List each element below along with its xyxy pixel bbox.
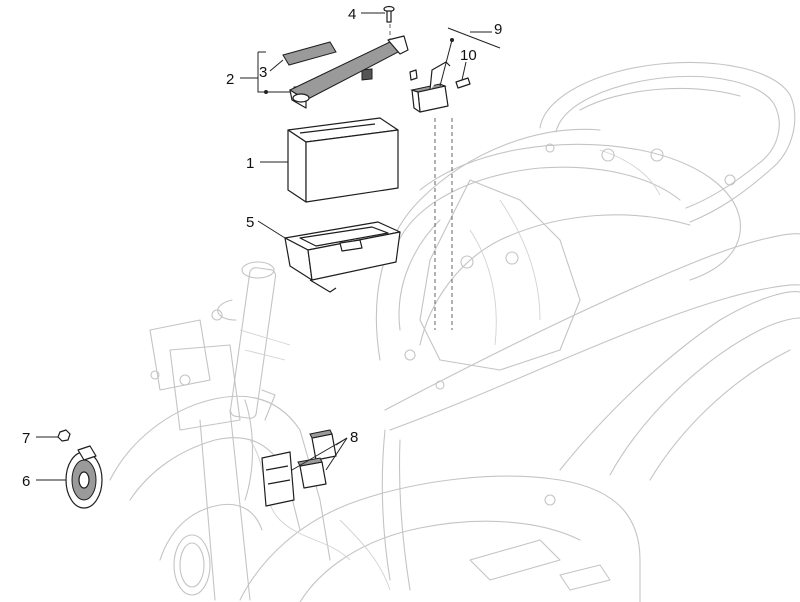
leader-lines: [36, 12, 501, 481]
callout-7: 7: [22, 430, 30, 447]
relay-bracket: [409, 61, 451, 113]
battery-tray: [284, 221, 401, 293]
battery-strap: [288, 35, 409, 109]
battery: [287, 68, 399, 203]
callout-5: 5: [246, 214, 254, 231]
callout-4: 4: [348, 6, 356, 23]
assembly-lines: [389, 24, 453, 330]
strap-pad: [282, 41, 337, 66]
rubber-cap: [455, 77, 471, 89]
nut: [57, 429, 71, 442]
scooter-frame-ghost: [109, 61, 800, 602]
screw: [383, 5, 395, 23]
callout-labels: 1 2 3 4 5 6 7 8 9 10: [22, 6, 502, 490]
relay-units: [261, 429, 337, 507]
callout-8: 8: [350, 429, 358, 446]
callout-10: 10: [460, 47, 477, 64]
horn: [65, 445, 103, 509]
callout-3: 3: [259, 64, 267, 81]
callout-6: 6: [22, 473, 30, 490]
callout-2: 2: [226, 71, 234, 88]
callout-9: 9: [494, 21, 502, 38]
callout-1: 1: [246, 155, 254, 172]
